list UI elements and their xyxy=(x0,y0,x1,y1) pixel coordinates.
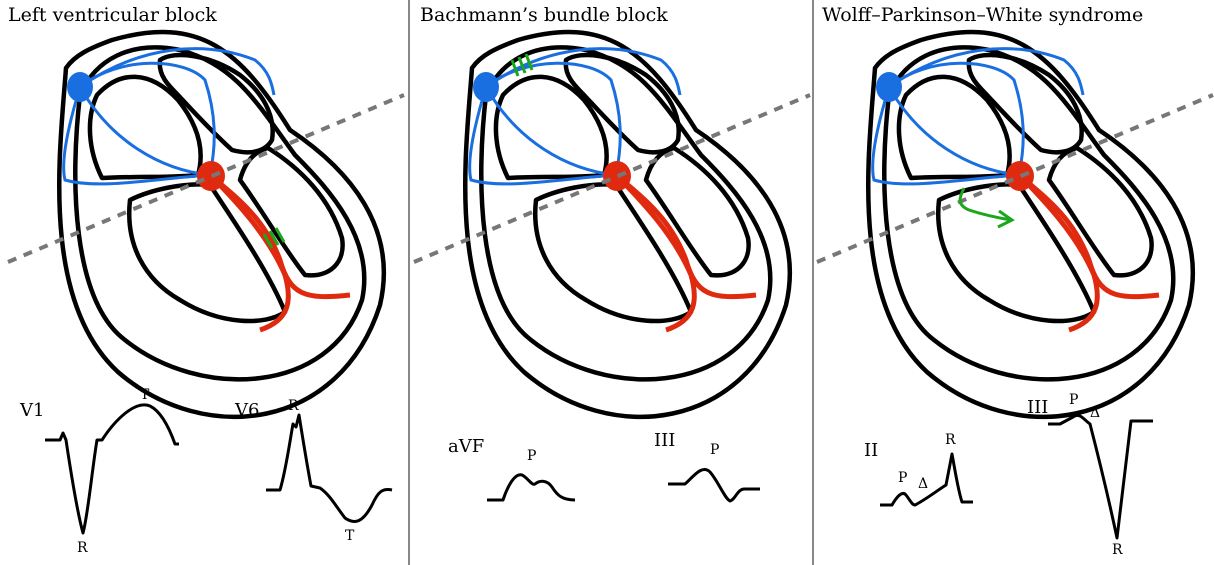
heart-diagram-wpw xyxy=(817,32,1213,417)
wave-label-t: T xyxy=(345,528,355,544)
panel-divider-1 xyxy=(408,0,410,565)
ecg-trace-v6 xyxy=(266,413,393,523)
ecg-traces xyxy=(45,403,1153,540)
wave-label-p: P xyxy=(527,448,537,464)
lead-label-ii: II xyxy=(864,440,879,461)
wave-label-r: R xyxy=(945,432,956,448)
lead-label-iii: III xyxy=(654,430,676,451)
wave-label-p: P xyxy=(1069,392,1079,408)
panel-title-bachmann-block: Bachmann’s bundle block xyxy=(420,4,668,26)
ecg-trace-iii-wpw xyxy=(1048,413,1153,540)
wave-label-p: P xyxy=(710,442,720,458)
block-hatch-bachmann xyxy=(510,53,534,77)
wave-label-r: R xyxy=(77,540,88,556)
wave-label-delta: Δ xyxy=(1090,405,1101,421)
lead-label-iii: III xyxy=(1027,397,1049,418)
ecg-trace-ii-wpw xyxy=(880,452,973,507)
wave-label-r: R xyxy=(288,398,299,414)
heart-diagram-left-ventricular-block xyxy=(8,32,404,417)
accessory-pathway-arrow xyxy=(958,187,1015,229)
ecg-trace-avf xyxy=(487,473,576,502)
wave-label-delta: Δ xyxy=(918,476,929,492)
ecg-trace-v1 xyxy=(45,403,179,535)
panel-title-wpw: Wolff–Parkinson–White syndrome xyxy=(822,4,1144,26)
block-hatch-left-bundle xyxy=(262,227,286,249)
panel-divider-2 xyxy=(812,0,814,565)
wave-label-p: P xyxy=(898,470,908,486)
lead-label-v6: V6 xyxy=(235,400,260,421)
lead-label-v1: V1 xyxy=(20,400,45,421)
heart-diagram-bachmann-block xyxy=(414,32,810,417)
ecg-trace-iii-bachmann xyxy=(668,468,760,503)
panel-title-left-ventricular-block: Left ventricular block xyxy=(8,4,217,26)
lead-label-avf: aVF xyxy=(448,436,485,457)
wave-label-r: R xyxy=(1112,542,1123,558)
wave-label-t: T xyxy=(140,387,150,403)
